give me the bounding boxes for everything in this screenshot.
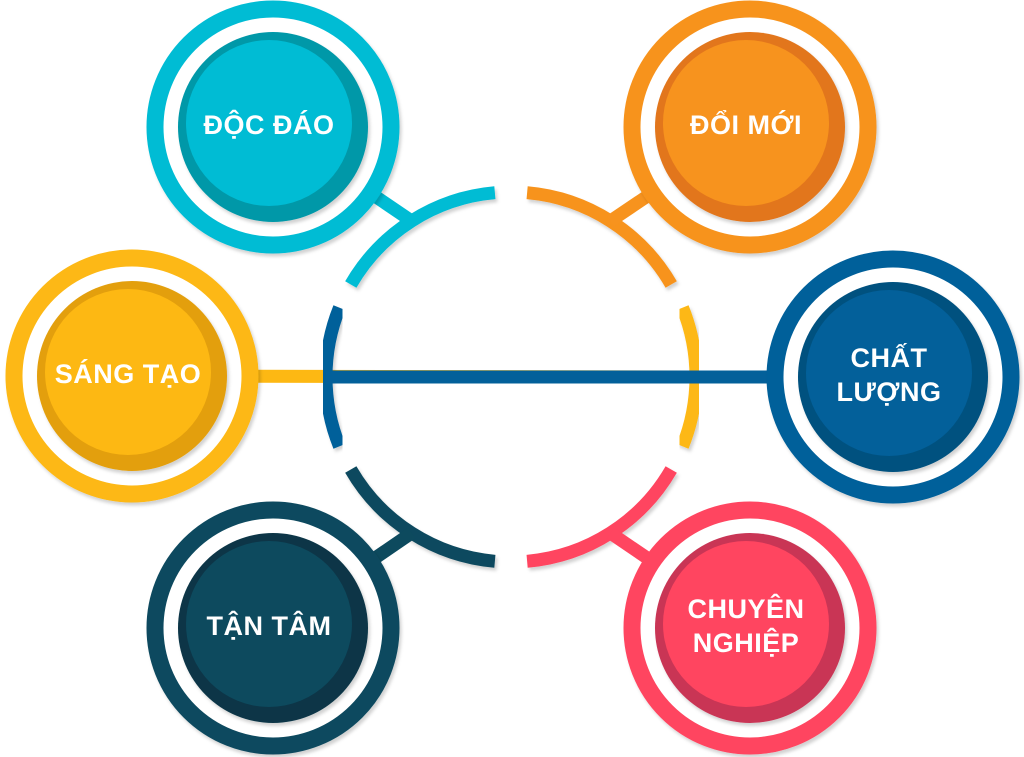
node-label-doc-dao: ĐỘC ĐÁO [203, 110, 335, 140]
node-face-tan-tam [186, 541, 352, 707]
node-face-doi-moi [663, 40, 829, 206]
node-face-doc-dao [186, 40, 352, 206]
arc-segment-tan-tam [345, 466, 496, 568]
node-face-chat-luong [806, 290, 972, 456]
node-label-sang-tao: SÁNG TẠO [54, 359, 202, 389]
arc-segment-doc-dao [345, 186, 496, 288]
node-label-doi-moi: ĐỔI MỚI [689, 110, 803, 140]
node-label-tan-tam: TẬN TÂM [206, 611, 332, 641]
node-face-sang-tao [45, 289, 211, 455]
arc-segment-chuyen-nghiep [526, 466, 677, 568]
node-label-chat-luong: CHẤT LƯỢNG [836, 343, 942, 407]
arc-segment-doi-moi [526, 186, 677, 288]
node-face-chuyen-nghiep [663, 541, 829, 707]
node-label-chuyen-nghiep: CHUYÊN NGHIỆP [687, 594, 805, 658]
